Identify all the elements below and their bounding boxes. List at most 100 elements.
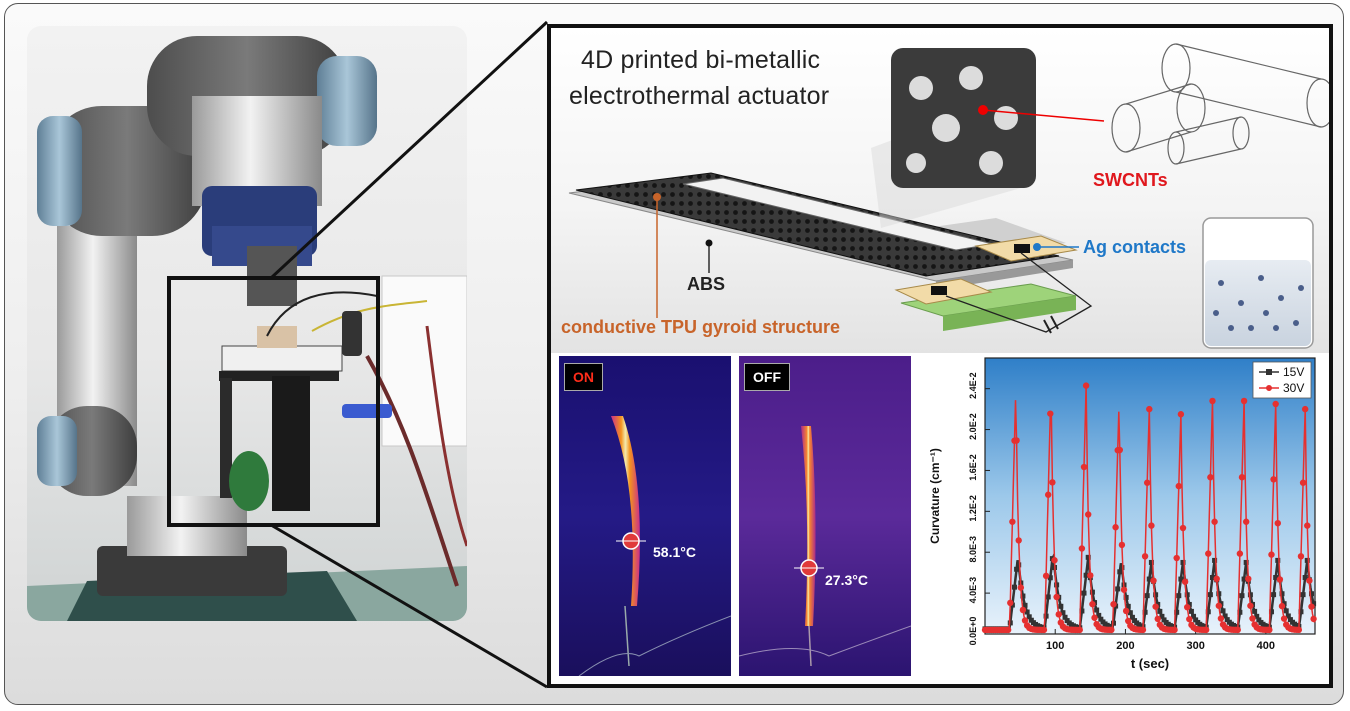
data-point-15V bbox=[1058, 603, 1064, 609]
data-point-15V bbox=[1094, 607, 1100, 613]
robot-arm-photo bbox=[27, 26, 467, 621]
data-point-15V bbox=[1127, 610, 1133, 616]
data-point-30V bbox=[1272, 400, 1279, 408]
data-point-15V bbox=[1271, 592, 1277, 598]
data-point-15V bbox=[1144, 593, 1150, 599]
data-point-15V bbox=[1060, 610, 1066, 616]
data-point-15V bbox=[1174, 609, 1180, 615]
data-point-30V bbox=[1236, 550, 1244, 557]
data-point-15V bbox=[1159, 613, 1165, 619]
data-point-30V bbox=[1175, 482, 1182, 490]
legend-label: 30V bbox=[1283, 381, 1304, 395]
data-point-15V bbox=[1022, 602, 1028, 608]
y-axis-title: Curvature (cm⁻¹) bbox=[928, 448, 942, 544]
data-point-30V bbox=[1234, 626, 1241, 634]
data-point-15V bbox=[1176, 593, 1182, 599]
data-point-30V bbox=[1017, 584, 1025, 591]
data-point-15V bbox=[1043, 613, 1049, 619]
data-point-15V bbox=[1146, 576, 1152, 582]
actuator-schematic: 4D printed bi-metallic electrothermal ac… bbox=[551, 28, 1329, 353]
off-badge: OFF bbox=[744, 363, 790, 391]
data-point-15V bbox=[1047, 575, 1053, 581]
data-point-30V bbox=[1211, 518, 1218, 525]
data-point-15V bbox=[1273, 575, 1279, 581]
data-point-15V bbox=[1300, 592, 1306, 598]
data-point-15V bbox=[1209, 575, 1215, 581]
data-point-15V bbox=[1216, 591, 1222, 597]
data-point-15V bbox=[1062, 614, 1068, 620]
data-point-15V bbox=[1222, 613, 1228, 619]
data-point-15V bbox=[1129, 614, 1135, 620]
y-tick-label: 0.0E+0 bbox=[968, 617, 978, 646]
data-point-15V bbox=[1191, 613, 1197, 619]
schematic-title-line1: 4D printed bi-metallic bbox=[581, 46, 821, 74]
data-point-30V bbox=[1148, 522, 1155, 529]
data-point-30V bbox=[1112, 524, 1119, 531]
label-ag-contacts: Ag contacts bbox=[1083, 237, 1187, 257]
data-point-30V bbox=[1301, 405, 1309, 413]
data-point-15V bbox=[1207, 592, 1213, 598]
data-point-30V bbox=[1108, 626, 1115, 634]
temperature-off: 27.3°C bbox=[825, 572, 868, 588]
data-point-30V bbox=[1049, 479, 1056, 486]
data-point-30V bbox=[1116, 446, 1124, 454]
data-point-30V bbox=[1304, 522, 1311, 529]
data-point-15V bbox=[1007, 620, 1013, 626]
data-point-15V bbox=[1125, 603, 1131, 609]
data-point-30V bbox=[1242, 518, 1250, 525]
data-point-15V bbox=[1279, 591, 1285, 597]
y-tick-label: 4.0E-3 bbox=[968, 577, 978, 604]
data-point-30V bbox=[1280, 615, 1288, 622]
data-point-30V bbox=[1141, 553, 1149, 560]
data-point-30V bbox=[1047, 410, 1054, 417]
data-point-15V bbox=[1268, 609, 1274, 615]
data-point-15V bbox=[1212, 557, 1218, 563]
data-point-30V bbox=[1247, 602, 1254, 609]
data-point-30V bbox=[1278, 602, 1286, 610]
data-point-30V bbox=[1238, 474, 1246, 481]
data-point-30V bbox=[1053, 593, 1060, 601]
data-point-30V bbox=[1268, 551, 1275, 558]
data-point-30V bbox=[1179, 524, 1187, 532]
data-point-30V bbox=[1184, 603, 1191, 611]
y-tick-label: 8.0E-3 bbox=[968, 536, 978, 563]
label-abs: ABS bbox=[687, 274, 726, 294]
data-point-30V bbox=[1186, 615, 1193, 623]
data-point-30V bbox=[1082, 382, 1090, 389]
y-tick-label: 1.2E-2 bbox=[968, 495, 978, 522]
data-point-30V bbox=[1076, 626, 1083, 634]
data-point-30V bbox=[1213, 575, 1220, 583]
legend-marker bbox=[1266, 369, 1272, 375]
data-point-30V bbox=[1299, 479, 1307, 486]
data-point-30V bbox=[1266, 626, 1273, 634]
data-point-30V bbox=[1091, 614, 1098, 621]
data-point-30V bbox=[1118, 541, 1126, 549]
legend-marker bbox=[1266, 385, 1272, 391]
data-point-30V bbox=[1019, 606, 1027, 614]
data-point-15V bbox=[1252, 608, 1258, 614]
data-point-30V bbox=[1042, 572, 1050, 580]
data-point-15V bbox=[1117, 569, 1123, 575]
data-point-30V bbox=[1120, 586, 1128, 593]
data-point-15V bbox=[1178, 576, 1184, 582]
data-point-30V bbox=[1310, 615, 1317, 623]
on-badge: ON bbox=[564, 363, 603, 391]
data-point-15V bbox=[1237, 609, 1243, 615]
data-point-30V bbox=[1249, 615, 1256, 622]
data-point-15V bbox=[1287, 617, 1293, 623]
data-point-30V bbox=[1087, 572, 1094, 579]
data-point-15V bbox=[1016, 562, 1022, 568]
plot-area bbox=[984, 357, 1316, 635]
data-point-30V bbox=[1089, 600, 1096, 608]
data-point-15V bbox=[1243, 559, 1249, 565]
temperature-on: 58.1°C bbox=[653, 544, 696, 560]
data-point-15V bbox=[1142, 609, 1148, 615]
data-point-30V bbox=[1245, 575, 1252, 583]
data-point-15V bbox=[1098, 616, 1104, 622]
x-tick-label: 100 bbox=[1046, 640, 1064, 652]
data-point-30V bbox=[1207, 474, 1214, 481]
data-point-30V bbox=[1009, 518, 1016, 525]
data-point-15V bbox=[1083, 572, 1089, 578]
data-point-15V bbox=[1020, 593, 1026, 599]
